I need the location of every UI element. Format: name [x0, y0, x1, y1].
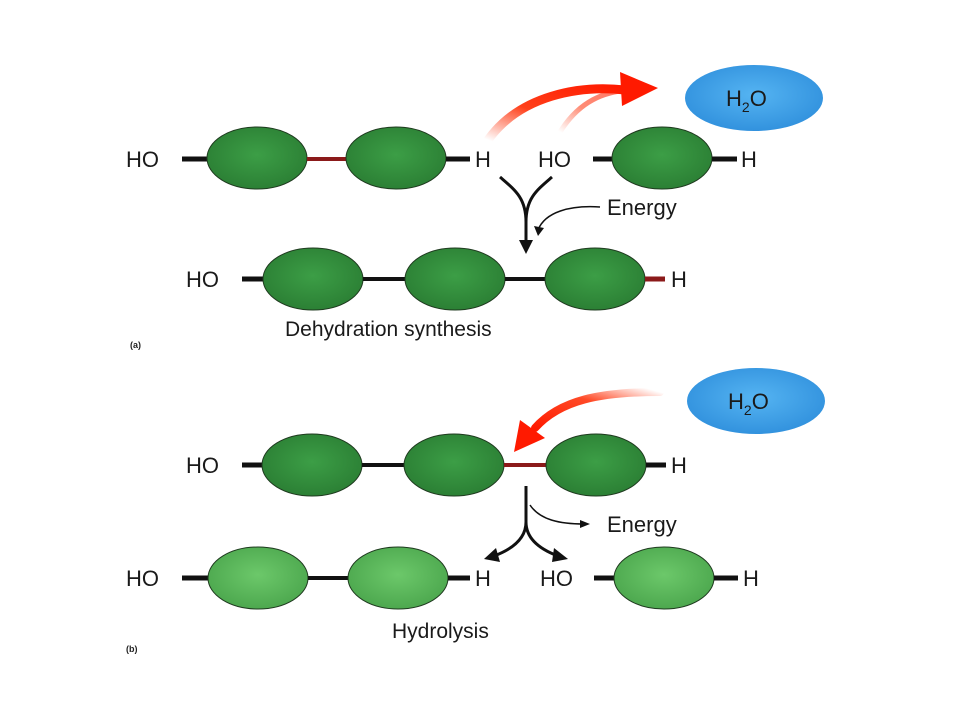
panel-tag-b: (b) — [126, 644, 138, 654]
dimer-reactant: HO H — [126, 126, 491, 190]
monomer — [261, 433, 363, 497]
diverging-arrow — [484, 486, 568, 562]
ho-label: HO — [540, 566, 573, 591]
water-molecule-a: H2O — [685, 65, 823, 131]
converging-arrow — [499, 175, 553, 254]
trimer-reactant: HO H — [186, 433, 687, 497]
h-label: H — [743, 566, 759, 591]
caption-dehydration: Dehydration synthesis — [285, 318, 492, 341]
panel-a: H2O HO H HO H — [126, 65, 823, 350]
monomer — [544, 247, 646, 311]
energy-label: Energy — [607, 512, 677, 537]
h-label: H — [741, 147, 757, 172]
water-release-arrow — [483, 72, 658, 145]
caption-hydrolysis: Hydrolysis — [392, 620, 489, 643]
energy-output: Energy — [529, 504, 677, 537]
monomer — [262, 247, 364, 311]
ho-label: HO — [186, 267, 219, 292]
energy-label: Energy — [607, 195, 677, 220]
monomer — [613, 546, 715, 610]
panel-tag-a: (a) — [130, 340, 141, 350]
monomer — [404, 247, 506, 311]
monomer — [345, 126, 447, 190]
h-label: H — [671, 453, 687, 478]
water-label: H2O — [726, 86, 767, 115]
ho-label: HO — [126, 566, 159, 591]
ho-label: HO — [186, 453, 219, 478]
ho-label: HO — [126, 147, 159, 172]
h-label: H — [475, 147, 491, 172]
monomer — [545, 433, 647, 497]
h-label: H — [475, 566, 491, 591]
panel-b: H2O HO H — [126, 368, 825, 654]
trimer-product: HO H — [186, 247, 687, 311]
ho-label: HO — [538, 147, 571, 172]
dimer-product: HO H — [126, 546, 491, 610]
energy-input: Energy — [534, 195, 677, 236]
monomer — [207, 546, 309, 610]
water-addition-arrow — [514, 388, 664, 452]
monomer-reactant: HO H — [538, 126, 757, 190]
h-label: H — [671, 267, 687, 292]
monomer — [347, 546, 449, 610]
water-label: H2O — [728, 389, 769, 418]
monomer-product: HO H — [540, 546, 759, 610]
monomer — [403, 433, 505, 497]
monomer — [206, 126, 308, 190]
water-molecule-b: H2O — [687, 368, 825, 434]
monomer — [611, 126, 713, 190]
